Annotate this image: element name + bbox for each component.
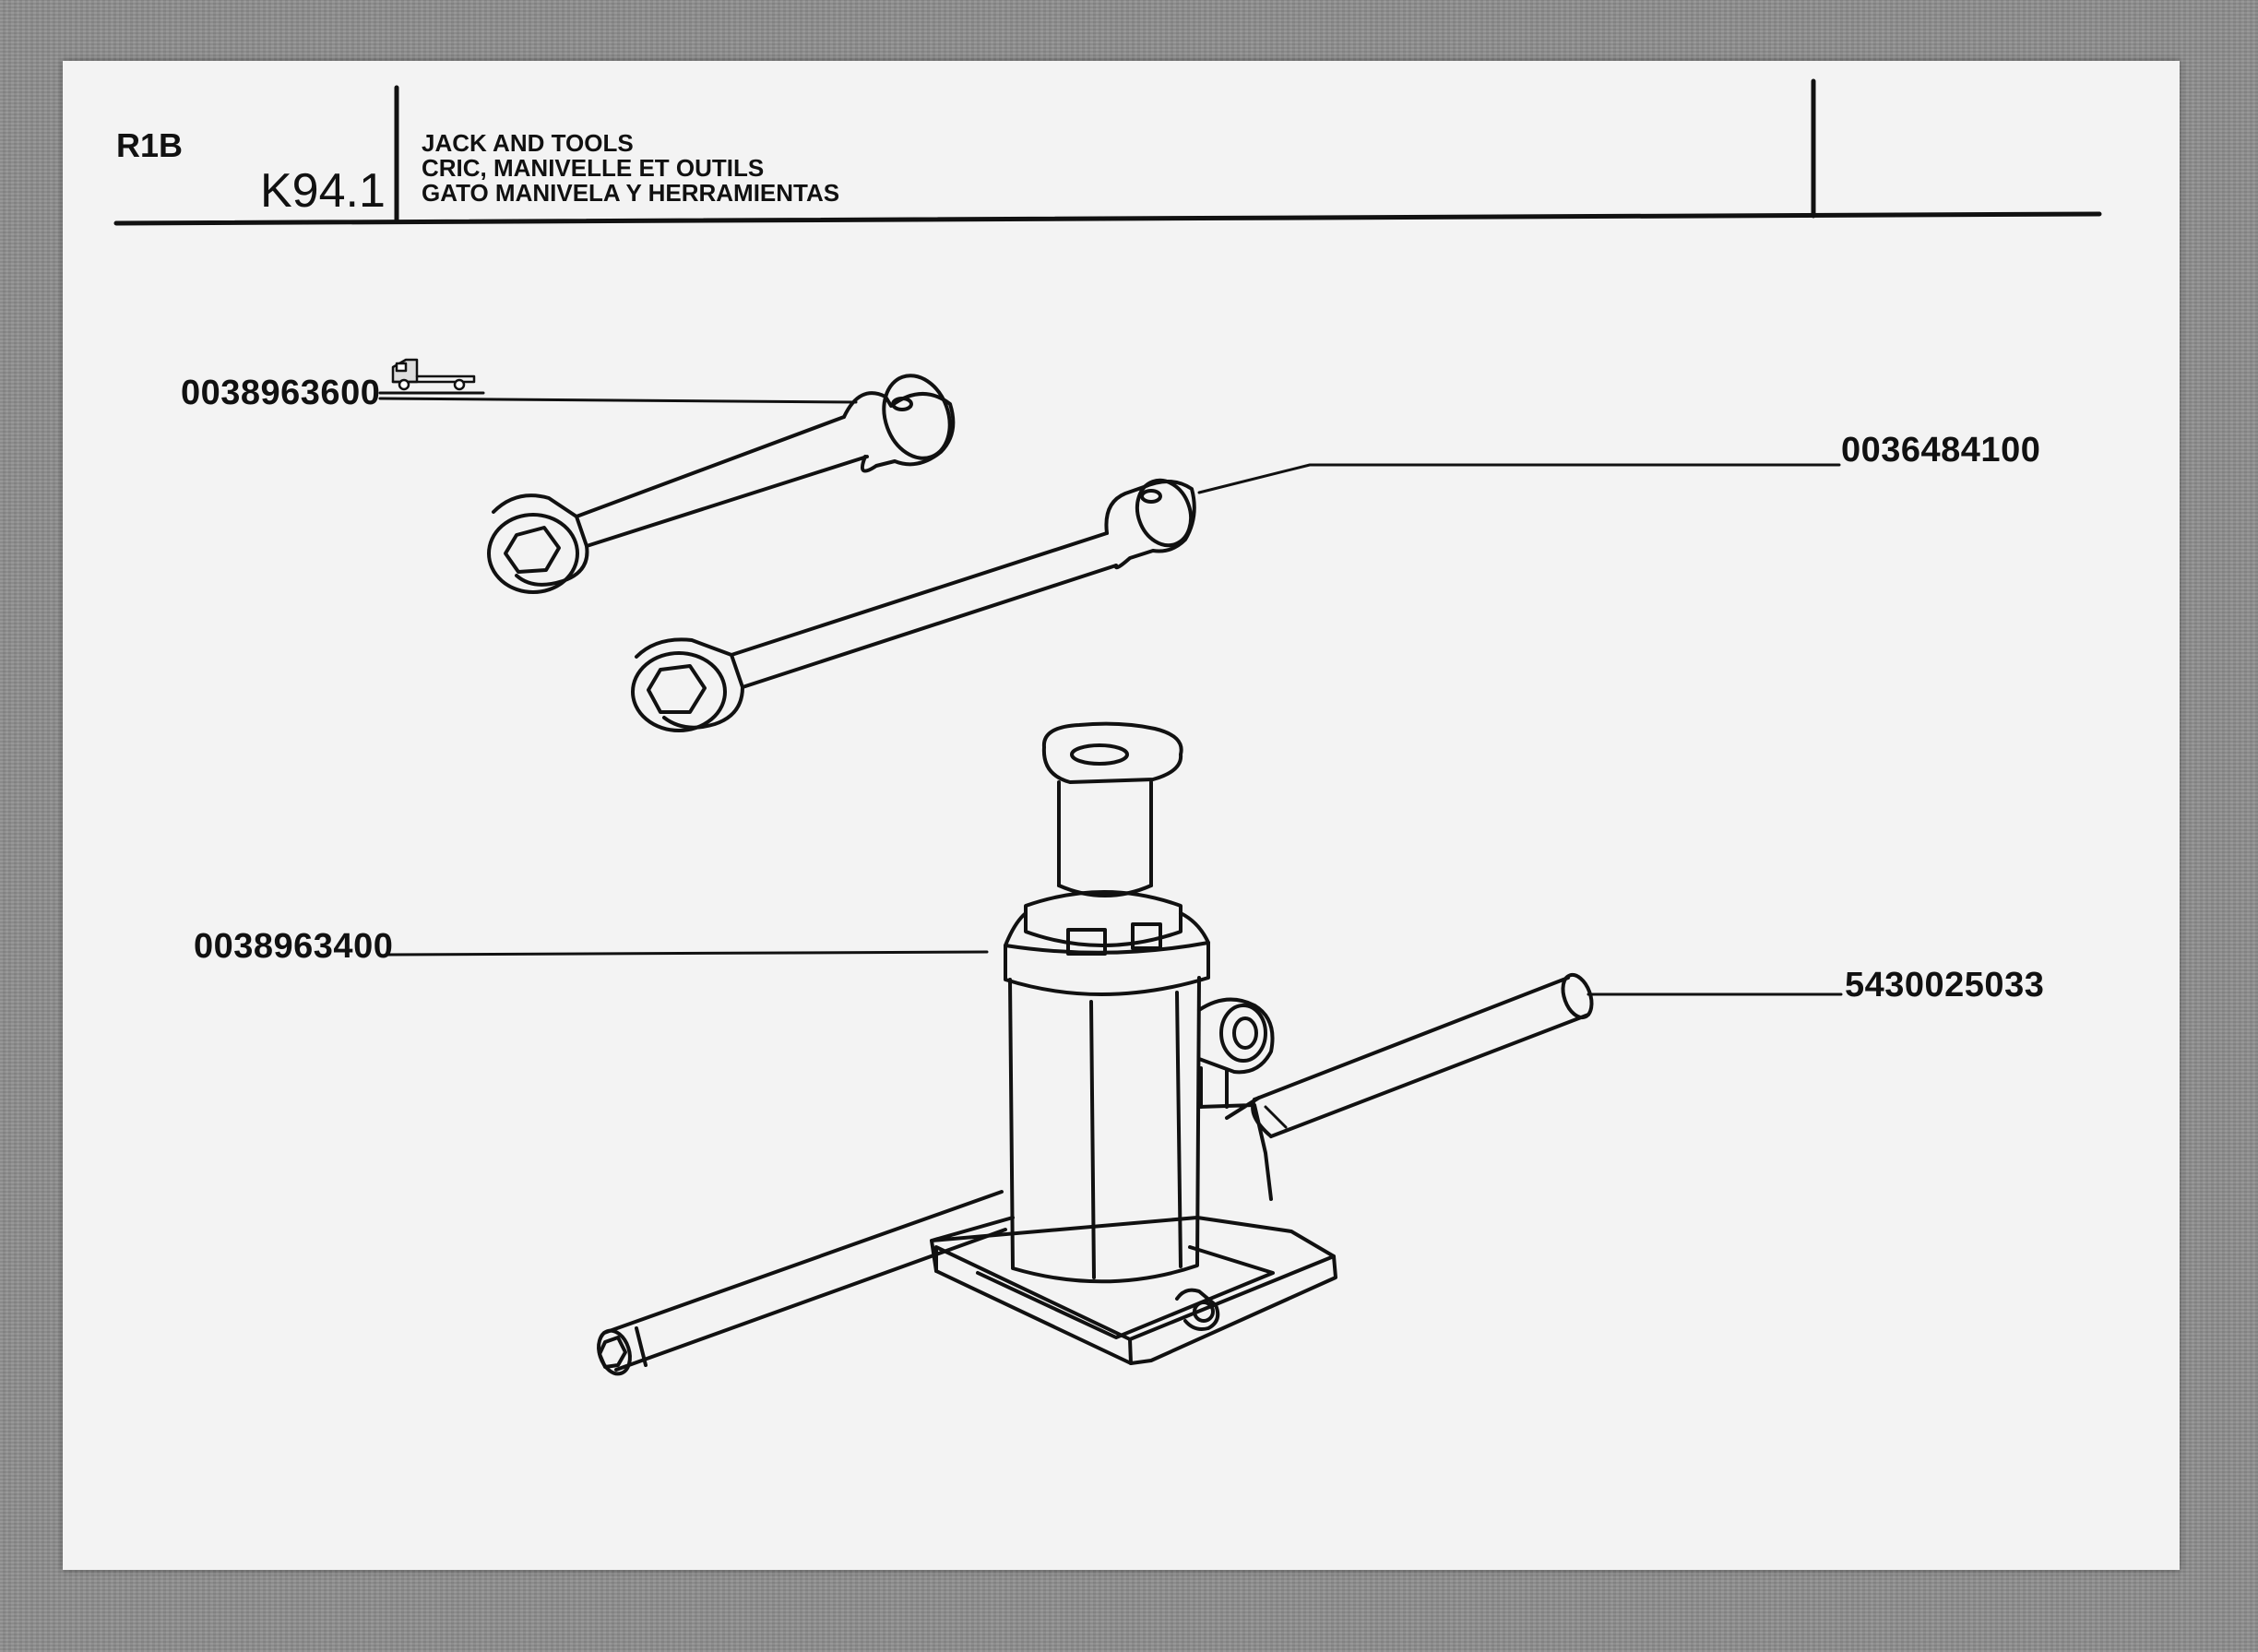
part-number-bottle-jack: 0038963400 [194,927,394,966]
wheel-wrench-b [631,478,1196,732]
truck-icon [378,358,485,395]
wheel-wrench-a [487,374,956,594]
model-reference: R1B [116,126,184,164]
title-french: CRIC, MANIVELLE ET OUTILS [422,154,765,182]
jack-handle [1251,972,1594,1138]
title-spanish: GATO MANIVELA Y HERRAMIENTAS [422,179,840,207]
bottle-jack [930,721,1337,1365]
part-number-wheel-wrench-b: 0036484100 [1841,431,2041,469]
hex-extension-bar [597,1190,1007,1376]
part-number-wheel-wrench-a: 0038963600 [181,374,381,412]
title-english: JACK AND TOOLS [422,129,634,157]
part-number-jack-handle: 5430025033 [1845,966,2045,1004]
header-rules [113,78,2102,226]
section-title: JACK AND TOOLS CRIC, MANIVELLE ET OUTILS… [422,131,839,206]
page-code: K94.1 [260,164,386,218]
leader-lines [378,397,1843,996]
parts-catalog-sheet [63,61,2180,1570]
